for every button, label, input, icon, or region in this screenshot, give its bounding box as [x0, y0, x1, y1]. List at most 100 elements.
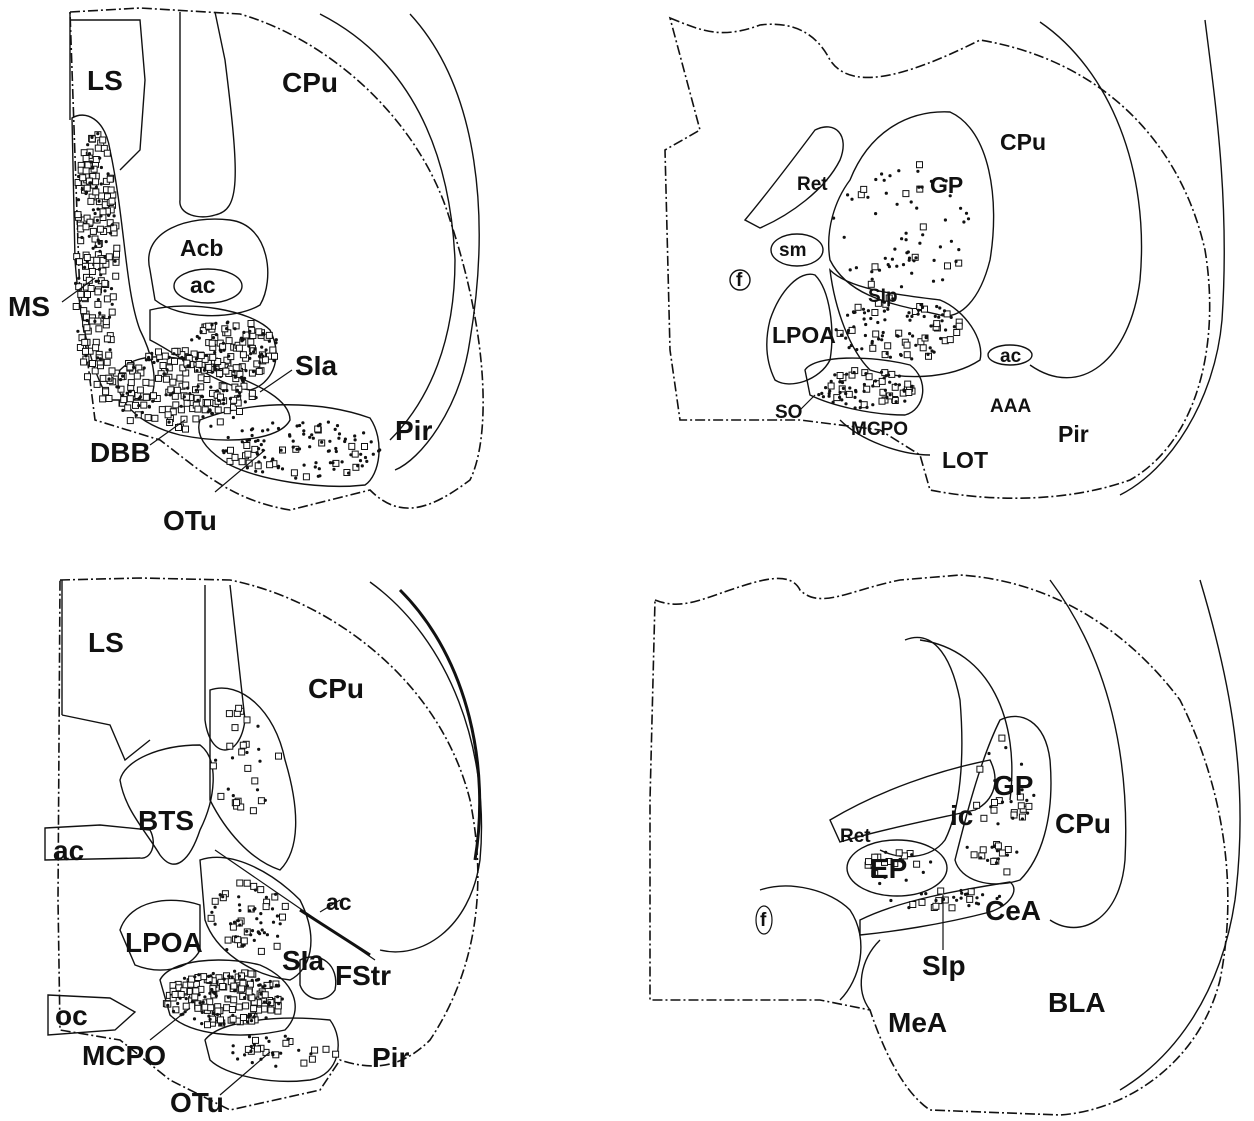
- filled-dot-marker: [279, 1052, 282, 1055]
- filled-dot-marker: [231, 1051, 234, 1054]
- cpu-inner-border: [205, 585, 245, 750]
- filled-dot-marker: [257, 460, 260, 463]
- filled-dot-marker: [191, 1000, 194, 1003]
- open-square-marker: [910, 902, 916, 908]
- open-square-marker: [256, 329, 262, 335]
- filled-dot-marker: [244, 400, 247, 403]
- filled-dot-marker: [172, 391, 175, 394]
- filled-dot-marker: [317, 424, 320, 427]
- filled-dot-marker: [135, 414, 138, 417]
- filled-dot-marker: [883, 376, 886, 379]
- filled-dot-marker: [950, 240, 953, 243]
- filled-dot-marker: [74, 282, 77, 285]
- filled-dot-marker: [212, 1012, 215, 1015]
- filled-dot-marker: [859, 400, 862, 403]
- filled-dot-marker: [844, 402, 847, 405]
- label-ret: Ret: [840, 826, 871, 847]
- filled-dot-marker: [989, 805, 992, 808]
- open-square-marker: [837, 373, 843, 379]
- filled-dot-marker: [272, 921, 275, 924]
- filled-dot-marker: [937, 316, 940, 319]
- filled-dot-marker: [336, 424, 339, 427]
- label-ep: EP: [870, 853, 907, 884]
- label-cpu: CPu: [1000, 129, 1046, 155]
- filled-dot-marker: [251, 979, 254, 982]
- open-square-marker: [85, 374, 91, 380]
- filled-dot-marker: [343, 440, 346, 443]
- open-square-marker: [215, 407, 221, 413]
- filled-dot-marker: [888, 265, 891, 268]
- open-square-marker: [107, 176, 113, 182]
- filled-dot-marker: [866, 196, 869, 199]
- filled-dot-marker: [193, 975, 196, 978]
- filled-dot-marker: [113, 214, 116, 217]
- filled-dot-marker: [233, 370, 236, 373]
- open-square-marker: [920, 345, 926, 351]
- filled-dot-marker: [302, 433, 305, 436]
- open-square-marker: [906, 390, 912, 396]
- filled-dot-marker: [915, 207, 918, 210]
- filled-dot-marker: [255, 451, 258, 454]
- filled-dot-marker: [88, 235, 91, 238]
- filled-dot-marker: [207, 975, 210, 978]
- filled-dot-marker: [820, 392, 823, 395]
- filled-dot-marker: [103, 256, 106, 259]
- open-square-marker: [255, 1046, 261, 1052]
- label-slp: SIp: [922, 950, 966, 981]
- open-square-marker: [218, 793, 224, 799]
- filled-dot-marker: [238, 394, 241, 397]
- open-square-marker: [255, 463, 261, 469]
- filled-dot-marker: [869, 317, 872, 320]
- label-ic: ic: [950, 800, 973, 831]
- open-square-marker: [127, 396, 133, 402]
- filled-dot-marker: [830, 380, 833, 383]
- filled-dot-marker: [227, 996, 230, 999]
- filled-dot-marker: [1021, 817, 1024, 820]
- label-ret: Ret: [797, 174, 828, 195]
- filled-dot-marker: [137, 404, 140, 407]
- filled-dot-marker: [219, 893, 222, 896]
- filled-dot-marker: [91, 166, 94, 169]
- open-square-marker: [73, 304, 79, 310]
- filled-dot-marker: [97, 280, 100, 283]
- filled-dot-marker: [227, 788, 230, 791]
- filled-dot-marker: [231, 975, 234, 978]
- filled-dot-marker: [257, 447, 260, 450]
- filled-dot-marker: [254, 440, 257, 443]
- open-square-marker: [252, 778, 258, 784]
- filled-dot-marker: [225, 948, 228, 951]
- open-square-marker: [212, 898, 218, 904]
- filled-dot-marker: [844, 392, 847, 395]
- filled-dot-marker: [237, 895, 240, 898]
- filled-dot-marker: [897, 169, 900, 172]
- open-square-marker: [83, 348, 89, 354]
- filled-dot-marker: [844, 337, 847, 340]
- filled-dot-marker: [210, 911, 213, 914]
- open-square-marker: [224, 408, 230, 414]
- open-square-marker: [210, 763, 216, 769]
- meA-border: [760, 886, 861, 1000]
- open-square-marker: [198, 375, 204, 381]
- open-square-marker: [162, 353, 168, 359]
- filled-dot-marker: [944, 218, 947, 221]
- filled-dot-marker: [150, 352, 153, 355]
- filled-dot-marker: [227, 355, 230, 358]
- filled-dot-marker: [219, 1023, 222, 1026]
- filled-dot-marker: [320, 441, 323, 444]
- filled-dot-marker: [243, 377, 246, 380]
- open-square-marker: [145, 415, 151, 421]
- open-square-marker: [100, 137, 106, 143]
- filled-dot-marker: [919, 303, 922, 306]
- filled-dot-marker: [882, 331, 885, 334]
- filled-dot-marker: [270, 986, 273, 989]
- filled-dot-marker: [114, 260, 117, 263]
- label-aaa: AAA: [990, 396, 1031, 417]
- open-square-marker: [938, 888, 944, 894]
- filled-dot-marker: [249, 933, 252, 936]
- filled-dot-marker: [162, 372, 165, 375]
- filled-dot-marker: [962, 220, 965, 223]
- open-square-marker: [100, 396, 106, 402]
- filled-dot-marker: [334, 447, 337, 450]
- filled-dot-marker: [926, 353, 929, 356]
- filled-dot-marker: [253, 348, 256, 351]
